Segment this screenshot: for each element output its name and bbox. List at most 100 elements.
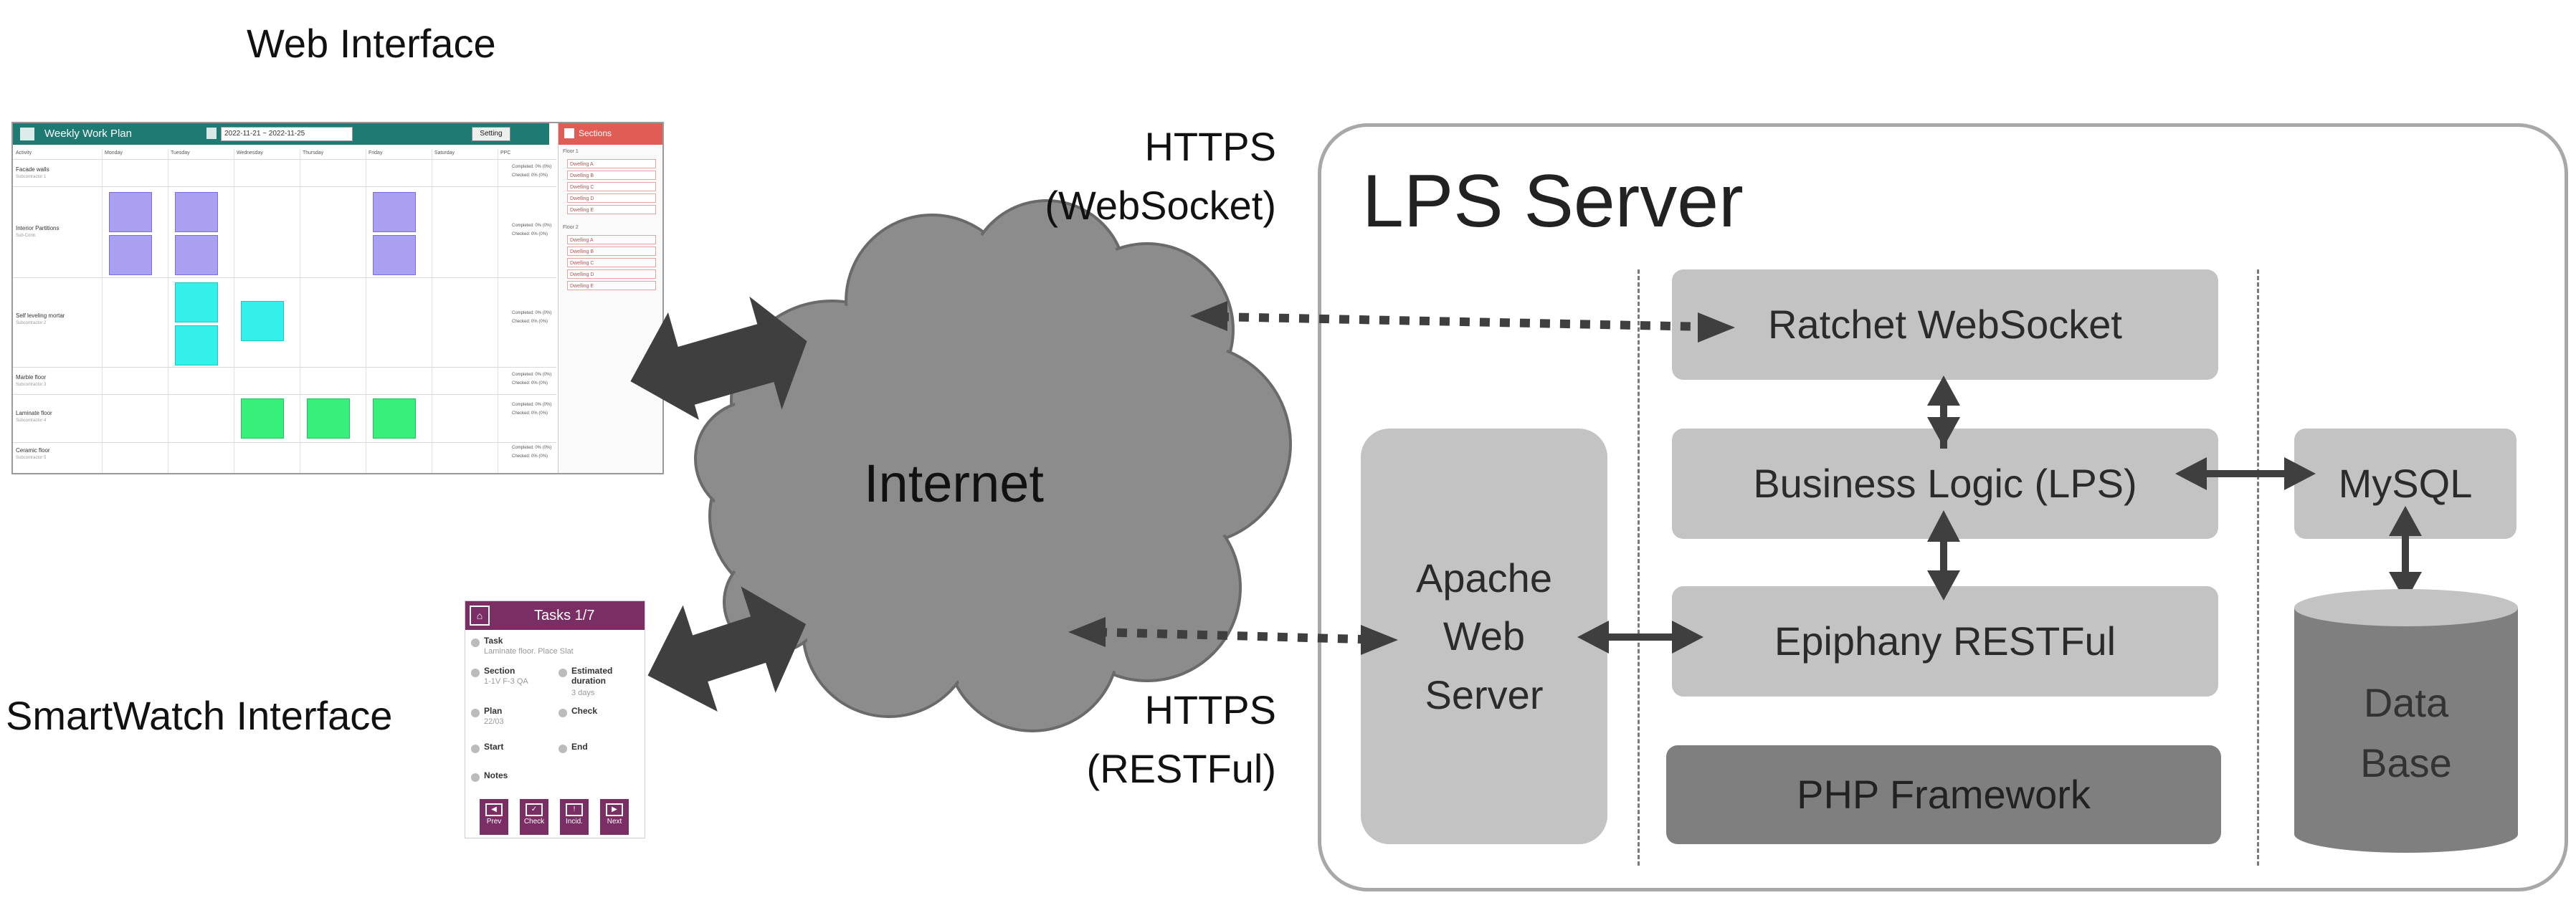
apache-line-1: Apache — [1416, 555, 1552, 601]
duration-value: 3 days — [571, 689, 595, 697]
row-stat: Completed: 0% (0%) — [512, 446, 552, 450]
notes-label: Notes — [484, 770, 508, 780]
internet-label: Internet — [864, 454, 1044, 513]
side-item[interactable]: Dwelling B — [567, 171, 656, 180]
database-line-1: Data — [2364, 680, 2449, 725]
task-card[interactable] — [373, 192, 416, 232]
mysql-database-arrow — [2389, 506, 2422, 602]
notes-icon — [471, 773, 480, 782]
column-header: Wednesday — [237, 150, 263, 156]
task-card[interactable] — [175, 282, 218, 322]
incident-button[interactable]: !Incid. — [560, 799, 589, 835]
activity-name: Self leveling mortar — [16, 312, 65, 319]
chevron-left-icon: ◀ — [485, 803, 503, 816]
task-card[interactable] — [373, 398, 416, 439]
check-label: Check — [571, 706, 598, 716]
section-label: Section — [484, 666, 515, 676]
row-stat: Completed: 0% (0%) — [512, 403, 552, 407]
side-item[interactable]: Dwelling D — [567, 269, 656, 279]
grid-line — [13, 442, 556, 443]
mysql-label: MySQL — [2338, 461, 2473, 507]
activity-sub: Subcontractor 2 — [16, 321, 47, 325]
activity-sub: Subcontractor 3 — [16, 383, 47, 387]
side-item[interactable]: Dwelling E — [567, 205, 656, 214]
smartwatch-screenshot: ⌂ Tasks 1/7 Task Laminate floor. Place S… — [465, 601, 645, 838]
https-restful-line-2: (RESTFul) — [1087, 746, 1276, 791]
setting-button[interactable]: Setting — [472, 127, 510, 141]
home-icon[interactable]: ⌂ — [470, 606, 490, 626]
section-value: 1-1V F-3 QA — [484, 677, 528, 686]
column-header: Tuesday — [171, 150, 190, 156]
next-button[interactable]: ▶Next — [600, 799, 629, 835]
activity-sub: Subcontractor 4 — [16, 419, 47, 423]
side-item[interactable]: Dwelling A — [567, 235, 656, 244]
activity-sub: Sub-Contr. — [16, 234, 37, 238]
side-item[interactable]: Dwelling B — [567, 247, 656, 256]
side-item[interactable]: Dwelling C — [567, 258, 656, 267]
prev-label: Prev — [486, 818, 502, 826]
grid-line — [13, 367, 556, 368]
sections-icon — [564, 128, 574, 138]
activity-name: Marble floor — [16, 374, 47, 381]
task-card[interactable] — [175, 235, 218, 275]
websocket-arrowhead-right — [1698, 312, 1735, 343]
database-line-2: Base — [2360, 740, 2452, 785]
grid-line — [102, 149, 103, 473]
side-item[interactable]: Dwelling D — [567, 193, 656, 203]
task-card[interactable] — [373, 235, 416, 275]
check-icon: ✓ — [526, 803, 543, 816]
task-card[interactable] — [241, 398, 284, 439]
https-websocket-line-2: (WebSocket) — [1045, 183, 1276, 228]
https-restful-line-1: HTTPS — [1144, 687, 1276, 732]
business-epiphany-arrow — [1927, 510, 1960, 601]
row-stat: Checked: 0% (0%) — [512, 320, 548, 324]
row-stat: Completed: 0% (0%) — [512, 224, 552, 228]
side-group-label: Floor 1 — [563, 149, 579, 154]
side-item[interactable]: Dwelling E — [567, 281, 656, 290]
task-card[interactable] — [109, 235, 152, 275]
task-card[interactable] — [241, 301, 284, 341]
grid-line — [13, 159, 556, 160]
task-card[interactable] — [109, 192, 152, 232]
task-card[interactable] — [175, 325, 218, 365]
start-label: Start — [484, 742, 504, 752]
epiphany-restful-box: Epiphany RESTFul — [1672, 586, 2218, 697]
web-internet-arrow — [630, 296, 807, 420]
php-framework-box: PHP Framework — [1666, 745, 2221, 844]
ratchet-label: Ratchet WebSocket — [1768, 302, 2122, 348]
activity-name: Facade walls — [16, 166, 49, 173]
task-label: Task — [484, 636, 503, 646]
divider-line — [2257, 269, 2259, 866]
row-stat: Completed: 0% (0%) — [512, 311, 552, 315]
task-card[interactable] — [307, 398, 350, 439]
web-interface-caption: Web Interface — [247, 21, 496, 66]
end-icon — [559, 745, 567, 753]
row-stat: Completed: 0% (0%) — [512, 165, 552, 169]
web-header-bar: Weekly Work Plan 2022-11-21 ~ 2022-11-25… — [13, 123, 549, 145]
watch-header: ⌂ Tasks 1/7 — [465, 601, 645, 630]
side-group-label: Floor 2 — [563, 225, 579, 230]
prev-button[interactable]: ◀ Prev — [480, 799, 508, 835]
duration-label: Estimated duration — [571, 666, 613, 686]
check-button-label: Check — [523, 818, 545, 826]
plan-value: 22/03 — [484, 717, 504, 726]
task-card[interactable] — [175, 192, 218, 232]
ratchet-websocket-box: Ratchet WebSocket — [1672, 269, 2218, 380]
business-logic-label: Business Logic (LPS) — [1753, 461, 2137, 507]
plan-icon — [471, 709, 480, 717]
prev-week-icon[interactable] — [206, 128, 217, 139]
date-range-field[interactable]: 2022-11-21 ~ 2022-11-25 — [221, 127, 353, 141]
grid-line — [13, 277, 556, 278]
row-stat: Checked: 0% (0%) — [512, 381, 548, 386]
apache-line-2: Web — [1443, 613, 1526, 659]
sections-panel: Sections Floor 1 Dwelling A Dwelling B D… — [558, 123, 662, 473]
ratchet-business-arrow — [1927, 376, 1960, 449]
check-button[interactable]: ✓ Check — [520, 799, 548, 835]
apache-web-server-box: Apache Web Server — [1361, 429, 1607, 844]
side-item[interactable]: Dwelling A — [567, 159, 656, 168]
database-cylinder — [2294, 589, 2518, 853]
side-item[interactable]: Dwelling C — [567, 182, 656, 191]
restful-dotted-arrow — [1096, 628, 1363, 644]
epiphany-label: Epiphany RESTFul — [1774, 618, 2116, 664]
divider-line — [1638, 269, 1640, 866]
